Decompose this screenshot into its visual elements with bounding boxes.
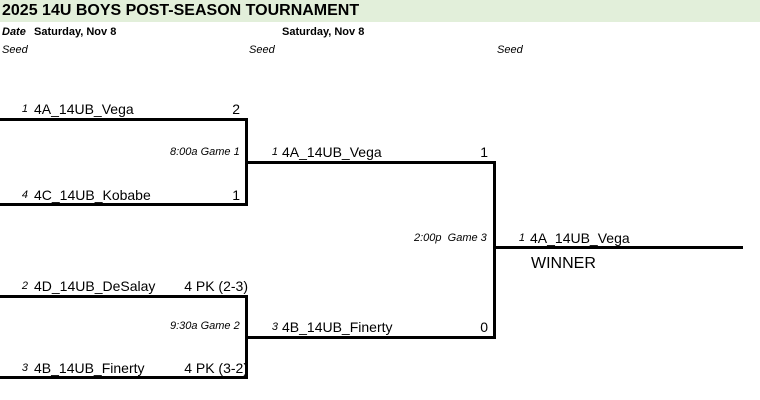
title-bar xyxy=(0,0,760,22)
team-score: 4 PK (3-2) xyxy=(184,360,248,376)
game2-label: Game 2 xyxy=(200,320,240,332)
bracket-line-r1-slot2 xyxy=(0,203,248,206)
game1-label: Game 1 xyxy=(200,146,240,158)
round1-date: Saturday, Nov 8 xyxy=(34,26,117,38)
team-name: 4D_14UB_DeSalay xyxy=(34,278,156,294)
bracket-line-r2-slot1 xyxy=(245,161,496,164)
game3-label: Game 3 xyxy=(447,232,487,244)
seed-header-1: Seed xyxy=(2,44,28,56)
bracket-connector-game3 xyxy=(493,161,496,339)
game1-time-value: 8:00a xyxy=(170,146,198,158)
champion-team-name: 4A_14UB_Vega xyxy=(530,230,630,246)
seed-header-3: Seed xyxy=(497,44,523,56)
team-score: 1 xyxy=(480,144,488,160)
bracket-line-r1-slot1 xyxy=(0,118,248,121)
bracket-line-r1-slot3 xyxy=(0,295,248,298)
team-score: 0 xyxy=(480,319,488,335)
date-label: Date xyxy=(2,26,26,38)
winner-label: WINNER xyxy=(531,255,596,272)
team-score: 2 xyxy=(232,101,240,117)
page-title: 2025 14U BOYS POST-SEASON TOURNAMENT xyxy=(2,2,360,19)
team-name: 4B_14UB_Finerty xyxy=(34,360,145,376)
team-name: 4A_14UB_Vega xyxy=(34,101,134,117)
seed-number: 1 xyxy=(271,146,278,158)
seed-number: 4 xyxy=(21,189,28,201)
team-score: 4 PK (2-3) xyxy=(184,278,248,294)
seed-number: 1 xyxy=(518,232,525,244)
seed-number: 3 xyxy=(271,321,278,333)
bracket-line-r2-slot2 xyxy=(245,336,496,339)
seed-header-2: Seed xyxy=(249,44,275,56)
game2-time: 9:30a Game 2 xyxy=(170,320,240,332)
game2-time-value: 9:30a xyxy=(170,320,198,332)
team-name: 4B_14UB_Finerty xyxy=(282,319,393,335)
seed-number: 3 xyxy=(21,362,28,374)
bracket-line-r1-slot4 xyxy=(0,376,248,379)
seed-number: 1 xyxy=(21,103,28,115)
team-name: 4C_14UB_Kobabe xyxy=(34,187,151,203)
game1-time: 8:00a Game 1 xyxy=(170,146,240,158)
team-name: 4A_14UB_Vega xyxy=(282,144,382,160)
game3-time-value: 2:00p xyxy=(414,232,442,244)
round2-date: Saturday, Nov 8 xyxy=(282,26,365,38)
bracket-line-final xyxy=(493,246,743,249)
seed-number: 2 xyxy=(21,280,28,292)
game3-time: 2:00p Game 3 xyxy=(414,232,487,244)
team-score: 1 xyxy=(232,187,240,203)
